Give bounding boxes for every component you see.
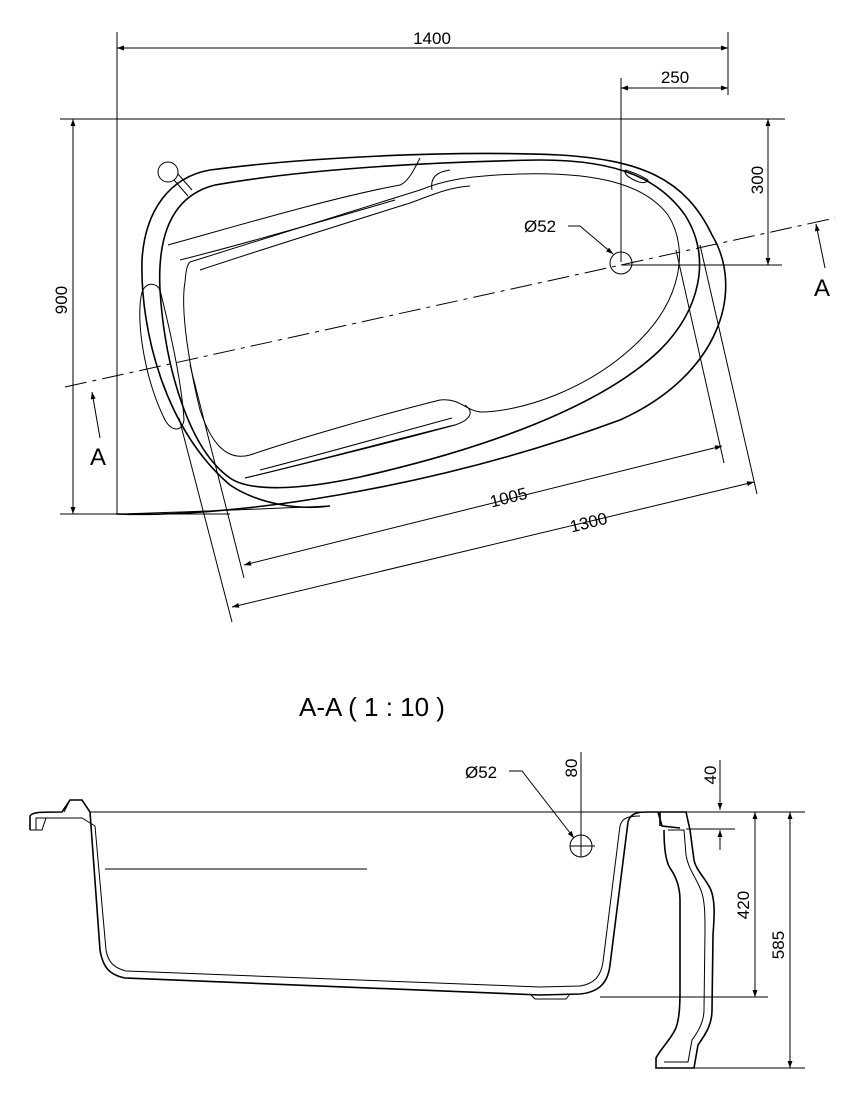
section-dimension-total-height-label: 585 <box>769 931 788 959</box>
section-dimension-total-height: 585 <box>690 812 805 1069</box>
headrest <box>139 283 185 430</box>
section-line <box>64 217 836 388</box>
plan-view: 1400 250 900 300 <box>52 29 836 623</box>
section-dimension-inner-depth-label: 420 <box>734 891 753 919</box>
section-drain-diameter-label: Ø52 <box>465 763 497 782</box>
section-marker-left: A <box>90 391 106 471</box>
arm-rest-bottom <box>244 404 471 479</box>
section-front-panel <box>655 811 715 1069</box>
extension-lines <box>60 32 785 515</box>
dimension-depth: 900 <box>52 119 76 514</box>
dimension-drain-offset-label: 250 <box>661 68 689 87</box>
section-drain-leader: Ø52 <box>465 763 575 839</box>
section-marker-right: A <box>814 223 830 302</box>
section-tub-outer <box>29 799 681 996</box>
section-marker-right-label: A <box>814 275 830 302</box>
drain-leader: Ø52 <box>524 217 614 255</box>
section-tub-inner <box>35 815 641 988</box>
dimension-width-label: 1400 <box>413 29 451 48</box>
tub-outer-rim <box>116 152 727 516</box>
section-title: A-A ( 1 : 10 ) <box>299 692 445 722</box>
section-dimension-inner-depth: 420 <box>600 812 768 998</box>
dimension-outer-length-label: 1300 <box>568 509 609 537</box>
dimension-width: 1400 <box>117 29 728 51</box>
section-dimension-panel: 40 <box>686 760 735 850</box>
dimension-depth-label: 900 <box>52 286 71 314</box>
tub-inner-rim <box>158 159 701 489</box>
section-marker-left-label: A <box>90 444 106 471</box>
rotated-extension-lines <box>178 244 758 623</box>
section-dimension-panel-label: 40 <box>701 766 720 785</box>
dimension-inner-length-label: 1005 <box>488 484 529 512</box>
arm-rest-left <box>167 157 421 261</box>
dimension-drain-from-top: 300 <box>748 119 771 265</box>
rim-handle-slot <box>624 169 649 184</box>
drain-diameter-label: Ø52 <box>524 217 556 236</box>
section-view: Ø52 80 40 420 585 <box>29 752 805 1069</box>
overflow-knob <box>157 161 193 197</box>
dimension-drain-from-top-label: 300 <box>748 166 767 194</box>
tub-basin <box>183 173 680 457</box>
section-dimension-overflow-label: 80 <box>562 759 581 778</box>
section-dimension-overflow: 80 <box>562 752 582 835</box>
dimension-drain-offset: 250 <box>621 68 728 91</box>
